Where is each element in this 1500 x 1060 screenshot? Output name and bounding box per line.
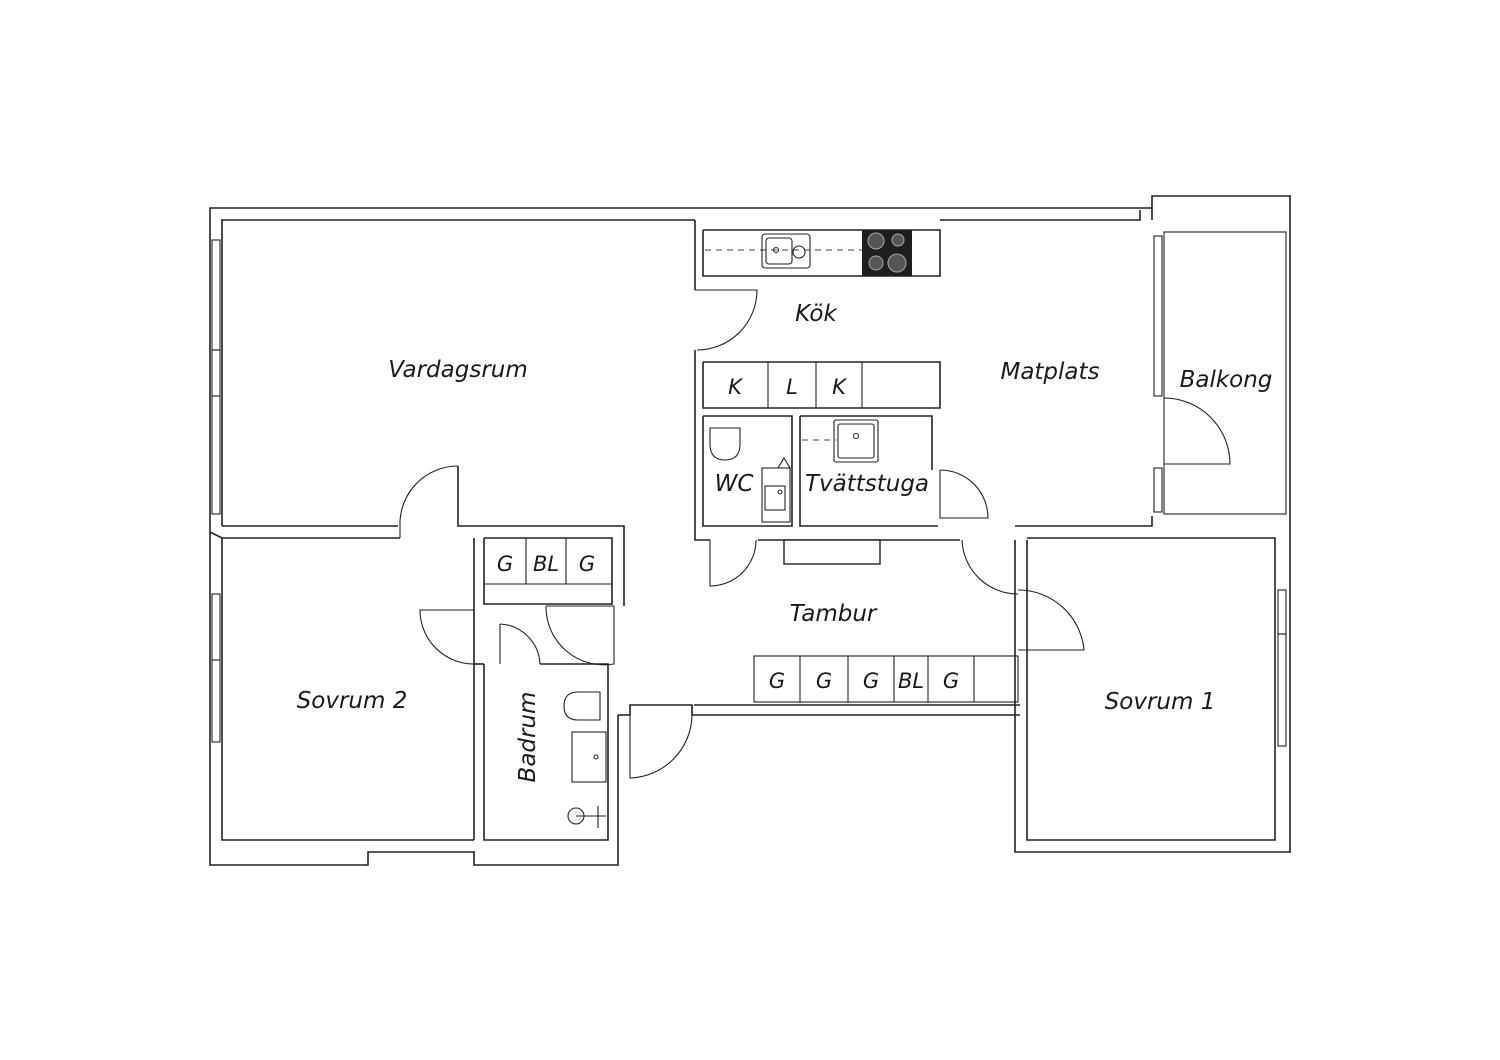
cabinet-label-g3: G (769, 669, 785, 693)
outer-walls (209, 195, 1291, 866)
cabinet-label-l: L (786, 375, 798, 399)
room-label-tambur: Tambur (790, 601, 878, 627)
cabinet-label-bl1: BL (533, 552, 559, 576)
shower-icon (567, 806, 606, 828)
kitchen-cabinets: K L K (728, 362, 863, 408)
room-label-badrum: Badrum (515, 692, 541, 783)
room-labels: Vardagsrum Kök Matplats Balkong WC Tvätt… (297, 301, 1273, 782)
hall-bottom-cabinets: G G G BL G (769, 656, 975, 702)
room-label-tvattstuga: Tvättstuga (805, 471, 929, 497)
bath-sink-icon (571, 731, 607, 783)
wc-sink-icon (761, 456, 791, 523)
toilet-icon (709, 427, 741, 461)
hall-left-cabinets: G BL G (484, 538, 612, 585)
room-label-kok: Kök (795, 301, 838, 327)
doors (399, 289, 1231, 779)
cabinet-label-k2: K (832, 375, 848, 399)
laundry-sink-icon (802, 419, 879, 463)
cabinet-label-g6: G (943, 669, 959, 693)
room-label-sovrum2: Sovrum 2 (297, 688, 408, 714)
interior-walls (209, 220, 1153, 841)
bath-toilet-icon (563, 691, 601, 721)
cabinet-label-k1: K (728, 375, 744, 399)
kitchen-sink-icon (705, 233, 862, 269)
cabinet-label-g2: G (579, 552, 595, 576)
stove-icon (862, 230, 912, 276)
cabinet-label-g4: G (816, 669, 832, 693)
room-label-sovrum1: Sovrum 1 (1105, 689, 1216, 715)
cabinet-label-g1: G (497, 552, 513, 576)
cabinet-label-g5: G (863, 669, 879, 693)
cabinet-label-bl2: BL (898, 669, 924, 693)
room-label-balkong: Balkong (1180, 367, 1273, 393)
room-label-wc: WC (715, 471, 754, 497)
room-label-vardagsrum: Vardagsrum (388, 357, 528, 383)
room-label-matplats: Matplats (1000, 359, 1099, 385)
